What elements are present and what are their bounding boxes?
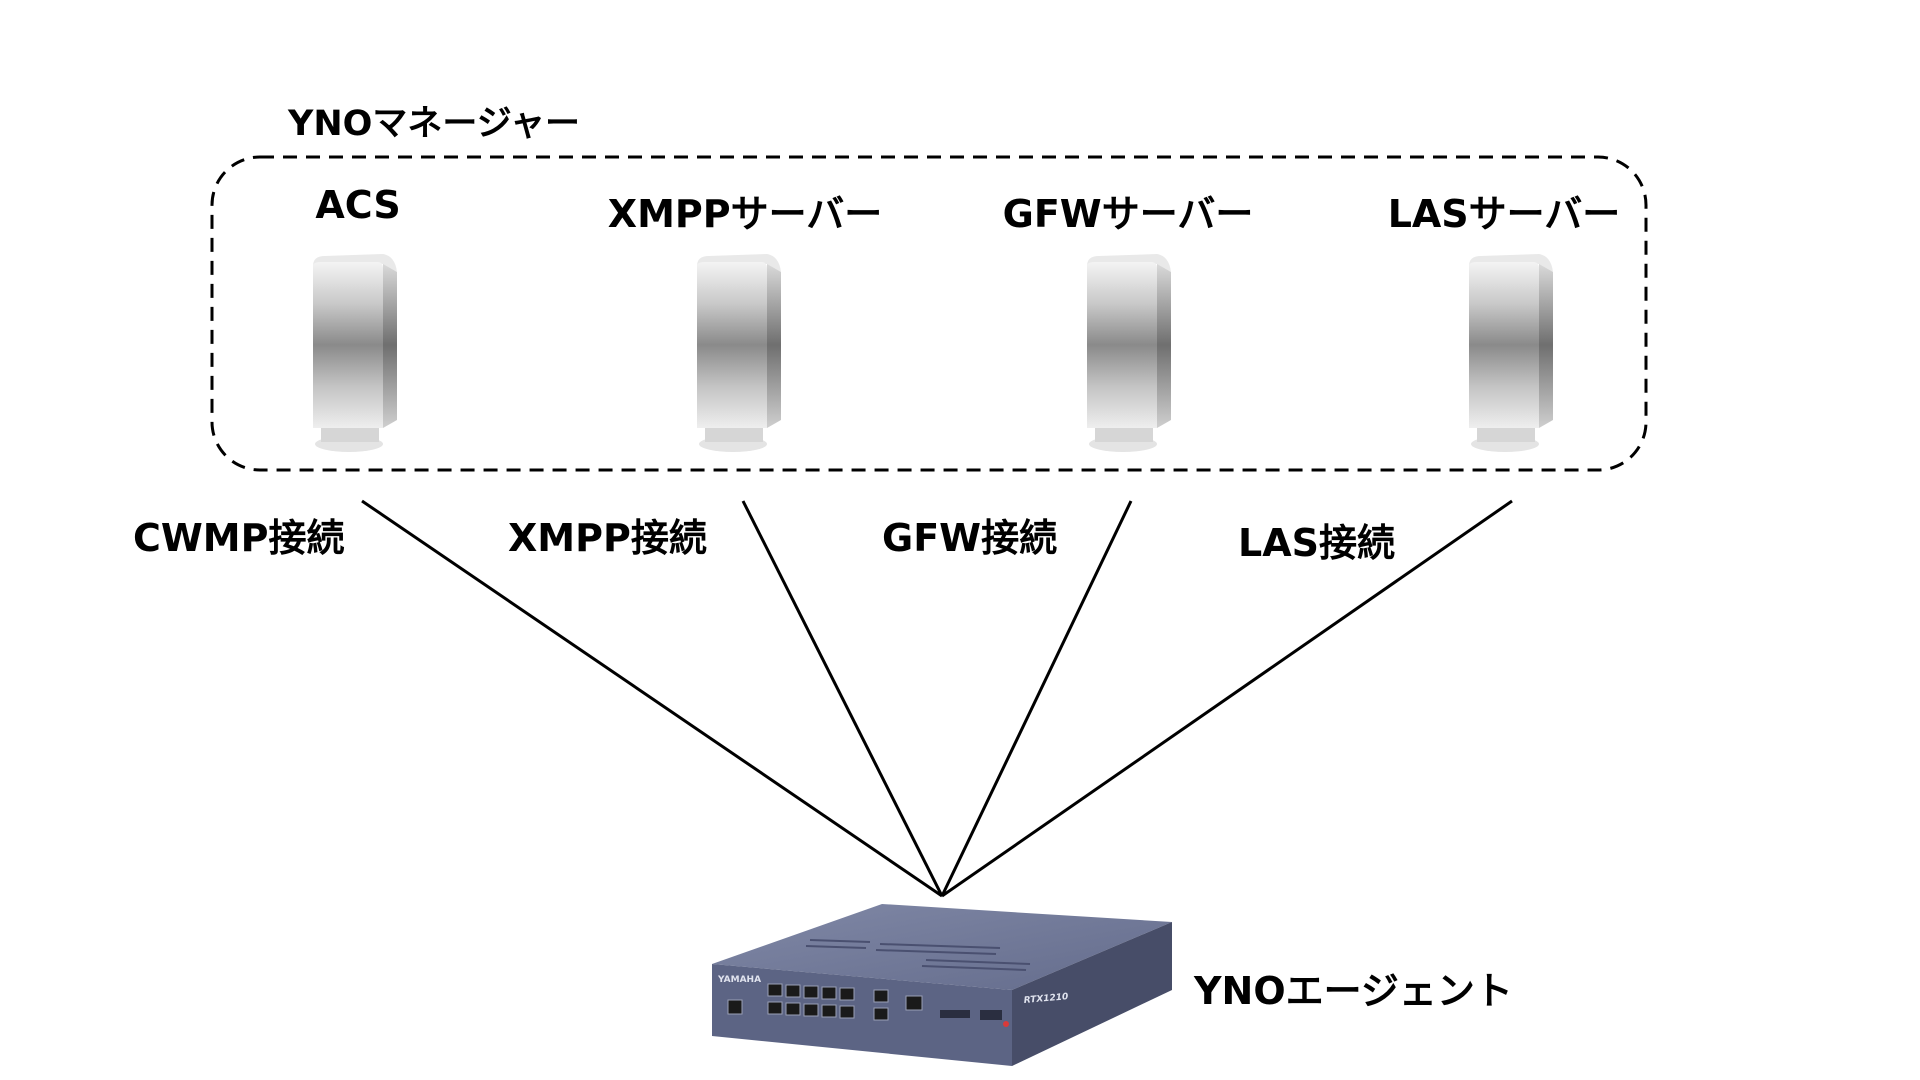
server-label-acs: ACS xyxy=(315,183,401,227)
agent-label: YNOエージェント xyxy=(1194,969,1513,1013)
manager-group-title: YNOマネージャー xyxy=(288,104,580,144)
router-icon: YAMAHA RTX1210 xyxy=(712,904,1172,1066)
connection-label-xmpp: XMPP接続 xyxy=(508,516,707,560)
connection-line-gfw xyxy=(940,500,1133,897)
connection-line-cwmp xyxy=(361,499,943,898)
server-label-las: LASサーバー xyxy=(1387,192,1621,236)
connection-line-xmpp xyxy=(741,500,944,897)
server-tower-icon xyxy=(1087,254,1171,452)
server-tower-icon xyxy=(697,254,781,452)
connection-label-gfw: GFW接続 xyxy=(882,516,1058,560)
manager-group-boundary xyxy=(210,155,1648,472)
connection-line-las xyxy=(941,499,1513,898)
router-model-text: RTX1210 xyxy=(1023,992,1068,1006)
server-label-gfw: GFWサーバー xyxy=(1002,192,1254,236)
connection-label-cwmp: CWMP接続 xyxy=(133,516,345,560)
router-brand-text: YAMAHA xyxy=(717,975,761,985)
connection-label-las: LAS接続 xyxy=(1238,521,1395,565)
server-label-xmpp: XMPPサーバー xyxy=(607,192,883,236)
server-tower-icon xyxy=(313,254,397,452)
server-tower-icon xyxy=(1469,254,1553,452)
